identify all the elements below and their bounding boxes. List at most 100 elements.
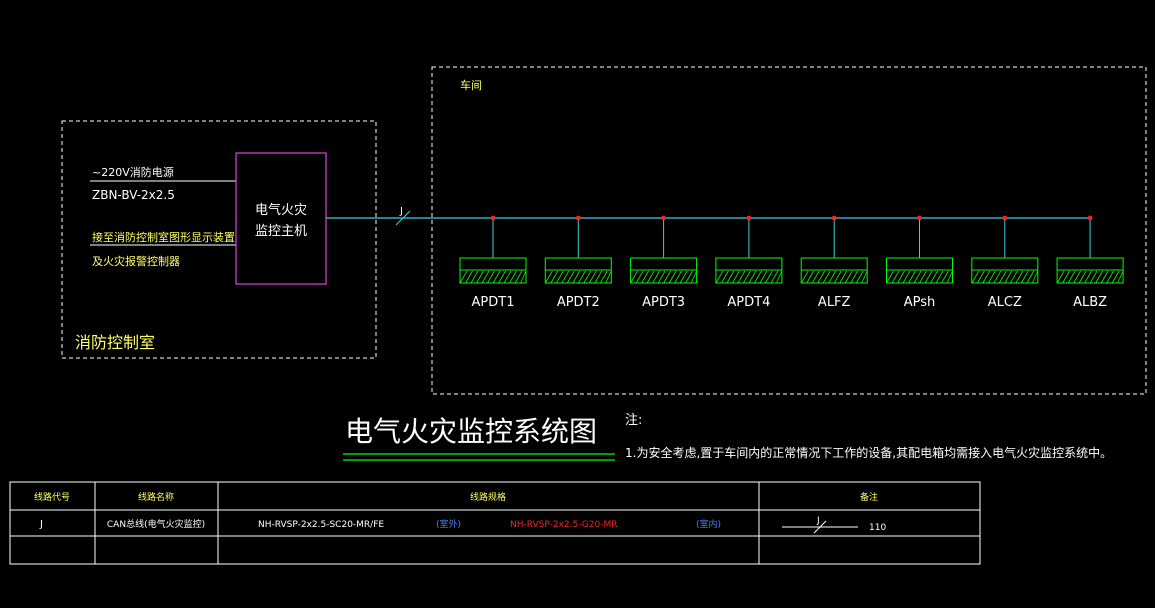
panel-hatch bbox=[588, 270, 597, 284]
panel-hatch bbox=[503, 270, 512, 284]
panel-hatch bbox=[481, 270, 490, 284]
panel-hatch bbox=[855, 270, 864, 284]
panel-hatch bbox=[935, 270, 944, 284]
legend-table: 线路代号 线路名称 线路规格 备注 J CAN总线(电气火灾监控) NH-RVS… bbox=[9, 481, 981, 565]
panel-label: APsh bbox=[904, 295, 936, 310]
panel-hatch bbox=[913, 270, 922, 284]
panel-hatch bbox=[1078, 270, 1087, 284]
panel-hatch bbox=[674, 270, 682, 284]
host-label-2: 监控主机 bbox=[255, 224, 307, 239]
host-label-1: 电气火灾 bbox=[255, 202, 307, 218]
panel-hatch bbox=[891, 270, 900, 284]
link-line-label-2: 及火灾报警控制器 bbox=[92, 254, 180, 268]
panel-hatch bbox=[800, 270, 809, 284]
panel-hatch bbox=[1020, 270, 1029, 284]
panel-hatch bbox=[844, 270, 853, 284]
panel-hatch bbox=[583, 270, 592, 284]
bus-tick bbox=[395, 210, 411, 226]
panel-hatch bbox=[1031, 270, 1039, 284]
panel-hatch bbox=[1026, 270, 1035, 284]
panel-hatch bbox=[715, 270, 724, 284]
bus-node bbox=[661, 215, 666, 221]
panel-hatch bbox=[509, 270, 517, 284]
panel-hatch bbox=[754, 270, 762, 284]
panel-hatch bbox=[721, 270, 729, 284]
panel-hatch bbox=[492, 270, 501, 284]
panel-hatch bbox=[850, 270, 859, 284]
diagram-title: 电气火灾监控系统图 bbox=[345, 415, 597, 448]
panel-hatch bbox=[599, 270, 608, 284]
panel-hatch bbox=[806, 270, 815, 284]
panel-hatch bbox=[1067, 270, 1076, 284]
control-room-frame bbox=[61, 120, 377, 359]
panel-hatch bbox=[1062, 270, 1070, 284]
note-item: 1.为安全考虑,置于车间内的正常情况下工作的设备,其配电箱均需接入电气火灾监控系… bbox=[625, 445, 1112, 460]
panel-hatch bbox=[577, 270, 586, 284]
remark-value: 110 bbox=[869, 523, 886, 533]
panel-label: ALBZ bbox=[1073, 295, 1107, 310]
panel-hatch bbox=[971, 270, 980, 284]
panel-hatch bbox=[737, 270, 746, 284]
panel-hatch bbox=[555, 270, 564, 284]
table-header-name: 线路名称 bbox=[138, 491, 174, 503]
panel-hatch bbox=[930, 270, 938, 284]
remark-mark: J bbox=[816, 516, 820, 526]
panel-hatch bbox=[498, 270, 506, 284]
panel-hatch bbox=[822, 270, 831, 284]
panel-label: APDT4 bbox=[727, 295, 770, 310]
panel-label: ALCZ bbox=[988, 295, 1022, 310]
workshop-frame bbox=[431, 66, 1147, 395]
bus-mark: J bbox=[399, 206, 403, 217]
panel-hatch bbox=[470, 270, 479, 284]
panel-hatch bbox=[998, 270, 1007, 284]
panel-hatch bbox=[776, 270, 783, 284]
panel-hatch bbox=[544, 270, 553, 284]
control-room-label: 消防控制室 bbox=[75, 333, 155, 352]
panel-hatch bbox=[811, 270, 820, 284]
panel-label: APDT2 bbox=[557, 295, 600, 310]
panel-hatch bbox=[594, 270, 603, 284]
panel-hatch bbox=[993, 270, 1002, 284]
panel-hatch bbox=[833, 270, 842, 284]
row-spec-a: NH-RVSP-2x2.5-SC20-MR/FE bbox=[258, 520, 384, 530]
panel-label: APDT1 bbox=[472, 295, 515, 310]
panel-hatch bbox=[487, 270, 495, 284]
panel-hatch bbox=[908, 270, 916, 284]
panel-hatch bbox=[1111, 270, 1120, 284]
panel-hatch bbox=[572, 270, 581, 284]
panel-hatch bbox=[1073, 270, 1081, 284]
panel-hatch bbox=[770, 270, 779, 284]
panel-hatch bbox=[566, 270, 575, 284]
panel-hatch bbox=[514, 270, 523, 284]
panel-hatch bbox=[459, 270, 468, 284]
panel-hatch bbox=[946, 270, 953, 284]
panel-hatch bbox=[561, 270, 570, 284]
panel-label: APDT3 bbox=[642, 295, 685, 310]
panel-hatch bbox=[1100, 270, 1109, 284]
table-header-code: 线路代号 bbox=[34, 491, 70, 503]
panel-hatch bbox=[685, 270, 693, 284]
panel-hatch bbox=[1009, 270, 1018, 284]
panel-label: ALFZ bbox=[818, 295, 851, 310]
panel-hatch bbox=[646, 270, 655, 284]
workshop-label: 车间 bbox=[460, 78, 482, 92]
panel-hatch bbox=[924, 270, 933, 284]
panel-hatch bbox=[520, 270, 527, 284]
row-spec-a-note: (室外) bbox=[436, 518, 461, 530]
panel-hatch bbox=[759, 270, 768, 284]
panel-hatch bbox=[476, 270, 484, 284]
table-header-remark: 备注 bbox=[860, 491, 878, 503]
panel-hatch bbox=[1004, 270, 1013, 284]
bus-node bbox=[1087, 215, 1093, 221]
panel-hatch bbox=[902, 270, 911, 284]
panel-hatch bbox=[976, 270, 985, 284]
remark-tick bbox=[813, 520, 827, 534]
panel-hatch bbox=[765, 270, 773, 284]
panel-hatch bbox=[690, 270, 697, 284]
bus-node bbox=[831, 215, 837, 221]
panel-hatch bbox=[732, 270, 740, 284]
link-line-label-1: 接至消防控制室图形显示装置 bbox=[92, 230, 235, 244]
panel-hatch bbox=[839, 270, 848, 284]
power-line-label-1: ~220V消防电源 bbox=[92, 165, 174, 179]
panel-hatch bbox=[1095, 270, 1103, 284]
